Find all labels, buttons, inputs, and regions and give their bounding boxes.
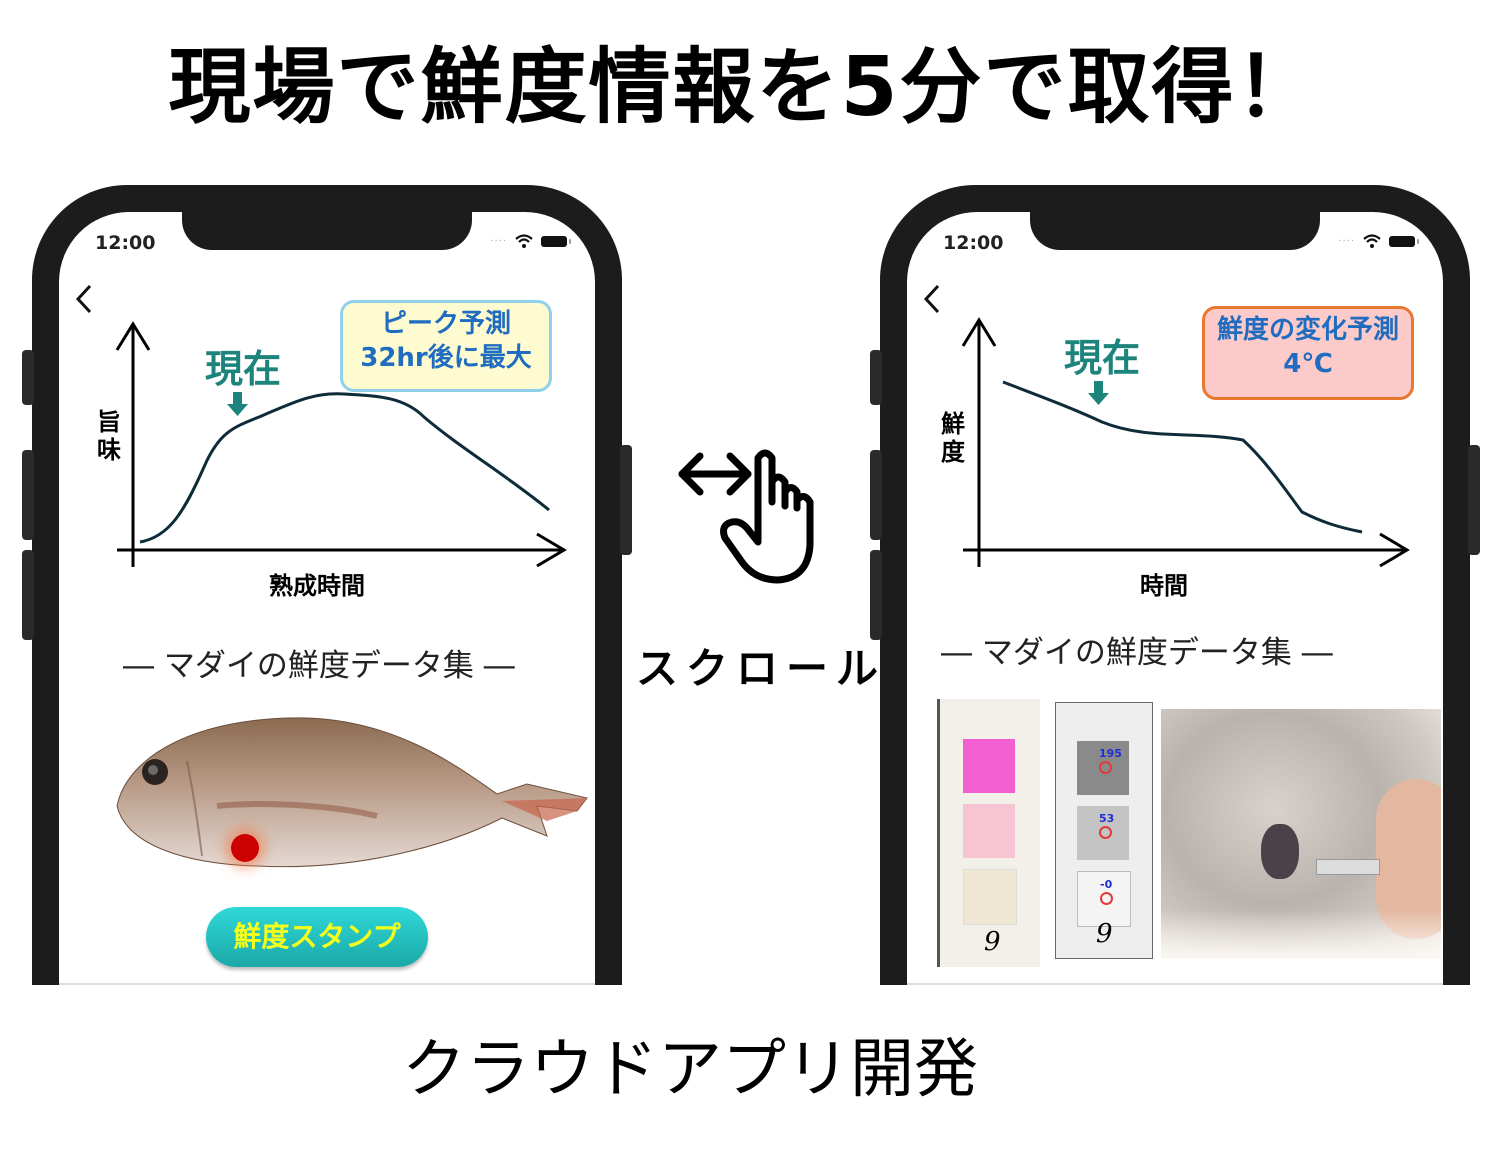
divider [907, 983, 1443, 985]
pointing-hand-icon [720, 449, 814, 584]
gray-pad-low: -0 [1077, 871, 1131, 927]
stamp-marker[interactable] [231, 834, 259, 862]
freshness-stamp-button[interactable]: 鮮度スタンプ [206, 907, 428, 967]
y-axis-label: 旨味 [97, 408, 121, 464]
now-label: 現在 [205, 347, 282, 391]
left-right-arrow-icon [678, 452, 752, 496]
signal-icon: ···· [490, 235, 507, 247]
freshness-chart [961, 317, 1410, 568]
callout-line1: ピーク予測 [380, 309, 511, 339]
status-time: 12:00 [943, 232, 1004, 254]
measure-point-icon [1099, 761, 1112, 774]
test-pad-high [963, 739, 1015, 793]
section-title: ― マダイの鮮度データ集 ― [123, 648, 515, 684]
status-icons: ···· [1338, 234, 1419, 248]
test-pad-mid [963, 804, 1015, 858]
scroll-label: スクロール [636, 644, 887, 693]
red-sea-bream-image [116, 717, 588, 868]
freshness-forecast-callout: 鮮度の変化予測 4℃ [1202, 306, 1414, 400]
x-axis-label: 熟成時間 [269, 572, 365, 600]
phone-freshness: 12:00 ···· 現在 鮮度の変化予測 [870, 185, 1480, 985]
status-time: 12:00 [95, 232, 156, 254]
phone-side-button [22, 550, 34, 640]
divider [59, 983, 595, 985]
back-button[interactable] [73, 282, 95, 322]
strip-number: 9 [1096, 919, 1113, 949]
callout-line1: 鮮度の変化予測 [1216, 315, 1399, 345]
footer-title: クラウドアプリ開発 [402, 1033, 978, 1107]
phone-side-button [870, 450, 882, 540]
notch [1030, 212, 1320, 250]
chevron-left-icon [923, 284, 940, 314]
pad-value: -0 [1100, 878, 1113, 891]
y-axis-label: 鮮度 [941, 410, 965, 466]
phone-side-button [870, 350, 882, 405]
scroll-gesture [678, 449, 814, 584]
callout-line2: 4℃ [1283, 349, 1333, 379]
callout-line2: 32hr後に最大 [360, 343, 532, 373]
grayscale-test-strip: 195 53 -0 9 [1055, 702, 1153, 959]
pad-value: 195 [1099, 747, 1122, 760]
umami-chart [115, 321, 567, 568]
battery-icon [1389, 235, 1419, 247]
phone-screen: 12:00 ···· 現在 ピーク予測 32 [59, 212, 595, 985]
phone-umami: 12:00 ···· 現在 ピーク予測 32 [22, 185, 632, 985]
freshness-curve [1002, 380, 1363, 534]
phone-side-button [22, 450, 34, 540]
pad-value: 53 [1099, 812, 1115, 825]
now-arrow-icon [227, 404, 248, 416]
measure-point-icon [1100, 892, 1113, 905]
measure-point-icon [1099, 826, 1112, 839]
test-pad-low [963, 869, 1017, 925]
x-axis-label: 時間 [1140, 572, 1188, 600]
wifi-icon [1363, 234, 1381, 248]
phone-side-button [620, 445, 632, 555]
strip-number: 9 [984, 927, 1001, 957]
wifi-icon [515, 234, 533, 248]
phone-side-button [870, 550, 882, 640]
umami-curve [139, 392, 550, 544]
battery-icon [541, 235, 571, 247]
headline: 現場で鮮度情報を5分で取得！ [168, 40, 1320, 135]
phone-side-button [1468, 445, 1480, 555]
now-label: 現在 [1064, 336, 1141, 380]
back-button[interactable] [921, 282, 943, 322]
color-test-strip: 9 [937, 699, 1040, 967]
signal-icon: ···· [1338, 235, 1355, 247]
chevron-left-icon [75, 284, 92, 314]
phone-screen: 12:00 ···· 現在 鮮度の変化予測 [907, 212, 1443, 985]
section-title: ― マダイの鮮度データ集 ― [941, 635, 1333, 671]
gray-pad-mid: 53 [1077, 806, 1129, 860]
notch [182, 212, 472, 250]
status-icons: ···· [490, 234, 571, 248]
now-arrow-icon [1088, 393, 1109, 405]
gray-pad-high: 195 [1077, 741, 1129, 795]
phone-side-button [22, 350, 34, 405]
peak-forecast-callout: ピーク予測 32hr後に最大 [340, 300, 552, 392]
fish-sampling-photo [1161, 709, 1441, 959]
